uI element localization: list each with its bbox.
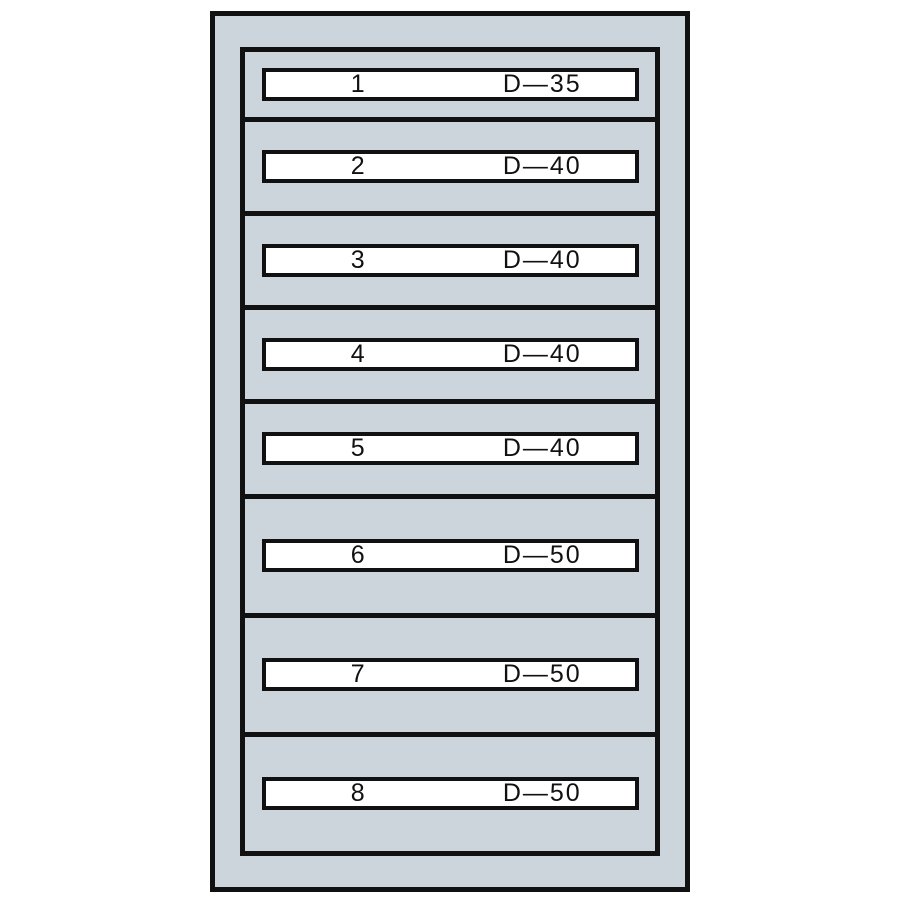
drawer-label-plate: 6 D—50 — [261, 539, 639, 573]
drawer: 6 D—50 — [245, 493, 655, 613]
drawer-label-plate: 7 D—50 — [261, 658, 639, 692]
drawer-size-code: D—50 — [502, 779, 582, 808]
drawer-label-plate: 1 D—35 — [261, 68, 639, 102]
drawer: 8 D—50 — [245, 731, 655, 851]
drawer-label-plate: 5 D—40 — [261, 432, 639, 466]
drawer-size-code: D—40 — [502, 434, 582, 463]
drawer-size-code: D—40 — [502, 152, 582, 181]
drawer: 7 D—50 — [245, 612, 655, 732]
drawer: 1 D—35 — [245, 52, 655, 117]
drawer-size-code: D—50 — [502, 541, 582, 570]
drawer-size-code: D—50 — [502, 660, 582, 689]
drawer: 3 D—40 — [245, 211, 655, 305]
drawer-size-code: D—40 — [502, 246, 582, 275]
drawer-label-plate: 8 D—50 — [261, 777, 639, 811]
drawer-number: 6 — [350, 541, 365, 570]
drawer-size-code: D—35 — [502, 70, 582, 99]
drawer-label-plate: 3 D—40 — [261, 244, 639, 278]
drawer-number: 5 — [350, 434, 365, 463]
drawer-label-plate: 4 D—40 — [261, 338, 639, 372]
drawer-number: 2 — [350, 152, 365, 181]
drawer-size-code: D—40 — [502, 340, 582, 369]
drawer-number: 4 — [350, 340, 365, 369]
drawer-number: 7 — [350, 660, 365, 689]
drawer-stack: 1 D—35 2 D—40 3 D—40 4 D—40 5 D—40 6 D—5… — [240, 47, 660, 856]
drawer: 5 D—40 — [245, 399, 655, 493]
drawer-number: 1 — [350, 70, 365, 99]
drawer-cabinet: 1 D—35 2 D—40 3 D—40 4 D—40 5 D—40 6 D—5… — [210, 11, 690, 892]
drawer: 2 D—40 — [245, 117, 655, 211]
drawer-number: 8 — [350, 779, 365, 808]
drawer: 4 D—40 — [245, 305, 655, 399]
drawer-number: 3 — [350, 246, 365, 275]
drawer-label-plate: 2 D—40 — [261, 150, 639, 184]
